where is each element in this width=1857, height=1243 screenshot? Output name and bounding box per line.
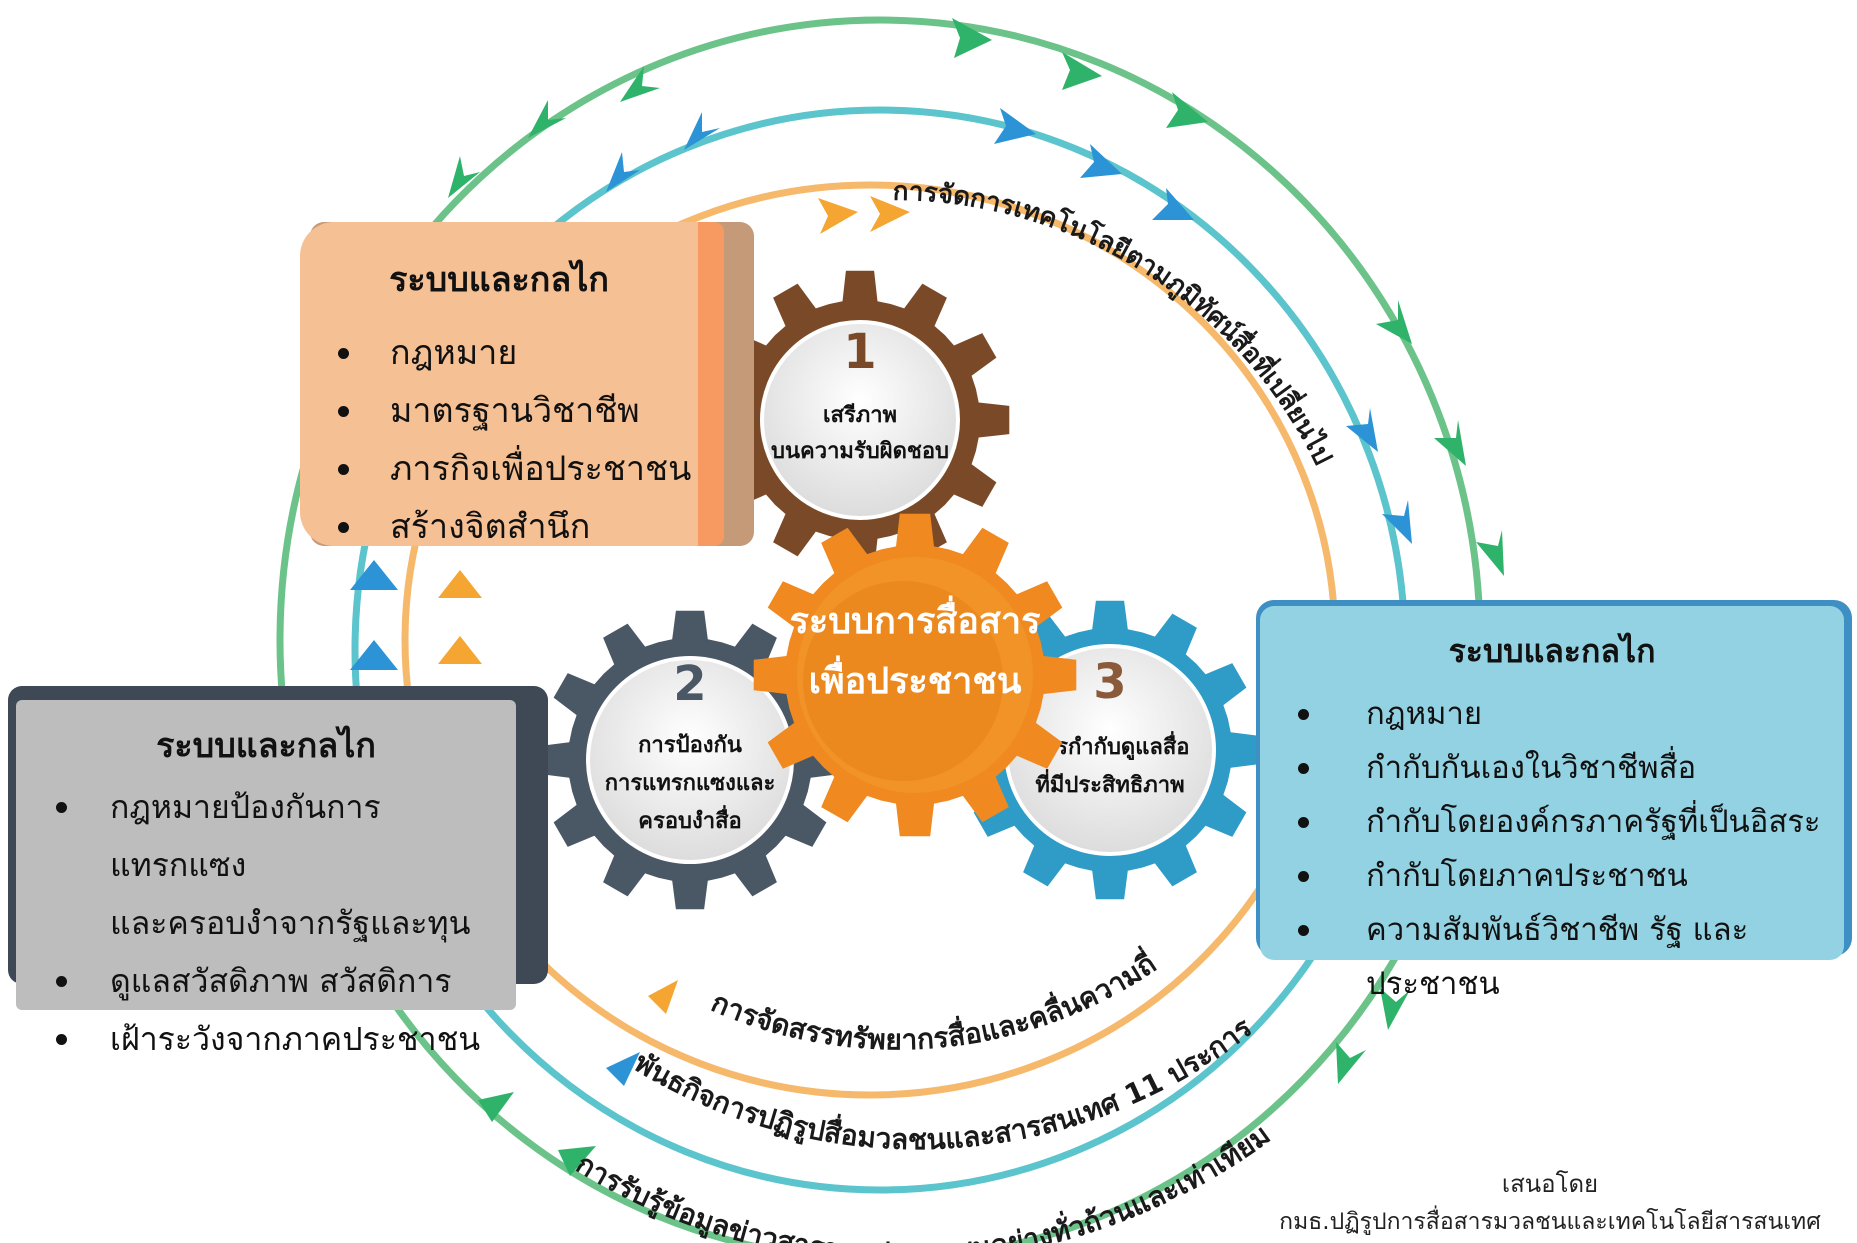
arrow-icon <box>1166 92 1208 128</box>
arrow-icon <box>606 1052 640 1086</box>
arrow-icon <box>994 108 1036 144</box>
outer-ring-arrows <box>448 18 1504 1176</box>
inner-ring-arrows <box>438 196 910 1014</box>
gear-1-line1: เสรีภาพ <box>823 403 897 428</box>
middle-ring-arrows <box>350 108 1412 1086</box>
credit-org: กมธ.ปฏิรูปการสื่อสารมวลชนและเทคโนโลยีสาร… <box>1279 1209 1821 1235</box>
list-item-continuation: และครอบงำจากรัฐและทุน <box>110 904 471 942</box>
arrow-icon <box>1376 300 1412 344</box>
gear-3-line2: ที่มีประสิทธิภาพ <box>1035 768 1184 798</box>
arrow-icon <box>1434 420 1466 466</box>
arrow-icon <box>448 156 480 198</box>
core-title-line2: เพื่อประชาชน <box>809 655 1022 702</box>
arrow-icon <box>438 570 482 598</box>
gear-2-line3: ครอบงำสื่อ <box>638 804 741 834</box>
gear-1-line2: บนความรับผิดชอบ <box>771 439 949 464</box>
list-item: สร้างจิตสำนึก <box>328 498 698 556</box>
list-item: ความสัมพันธ์วิชาชีพ รัฐ และประชาชน <box>1284 903 1844 1011</box>
mechanism-box-freedom: ระบบและกลไก กฎหมาย มาตรฐานวิชาชีพ ภารกิจ… <box>300 222 724 547</box>
list-item: กำกับกันเองในวิชาชีพสื่อ <box>1284 741 1844 795</box>
credit-label: เสนอโดย <box>1501 1170 1599 1198</box>
core-gear: ระบบการสื่อสาร เพื่อประชาชน <box>753 513 1077 837</box>
box-title: ระบบและกลไก <box>1448 632 1656 670</box>
arrow-icon <box>558 1146 596 1176</box>
mechanism-list: กฎหมาย มาตรฐานวิชาชีพ ภารกิจเพื่อประชาชน… <box>328 324 698 556</box>
list-item: ภารกิจเพื่อประชาชน <box>328 440 698 498</box>
arrow-icon <box>870 196 910 232</box>
arrow-icon <box>818 198 858 234</box>
credit: เสนอโดย กมธ.ปฏิรูปการสื่อสารมวลชนและเทคโ… <box>1240 1166 1857 1242</box>
mechanism-list: กฎหมายป้องกันการแทรกแซง และครอบงำจากรัฐแ… <box>34 778 516 1068</box>
gear-2-number: 2 <box>673 656 706 712</box>
list-item: กฎหมายป้องกันการแทรกแซง <box>34 778 516 894</box>
arrow-icon <box>1062 52 1102 90</box>
arrow-icon <box>438 636 482 664</box>
list-item: กำกับโดยองค์กรภาครัฐที่เป็นอิสระ <box>1284 795 1844 849</box>
list-item: เฝ้าระวังจากภาคประชาชน <box>34 1010 516 1068</box>
mechanism-list: กฎหมาย กำกับกันเองในวิชาชีพสื่อ กำกับโดย… <box>1284 687 1844 1011</box>
gear-2-line1: การป้องกัน <box>638 733 742 758</box>
arrow-icon <box>350 560 398 590</box>
list-item: มาตรฐานวิชาชีพ <box>328 382 698 440</box>
arrow-icon <box>684 112 720 150</box>
list-item: กฎหมาย <box>328 324 698 382</box>
arrow-icon <box>1080 144 1122 178</box>
arrow-icon <box>1346 408 1378 452</box>
arrow-icon <box>606 152 640 192</box>
box-title: ระบบและกลไก <box>389 260 609 300</box>
list-item: กำกับโดยภาคประชาชน <box>1284 849 1844 903</box>
gear-2-line2: การแทรกแซงและ <box>605 771 776 796</box>
gear-1-number: 1 <box>843 324 876 380</box>
arrow-icon <box>1476 530 1504 576</box>
mechanism-box-regulation: ระบบและกลไก กฎหมาย กำกับกันเองในวิชาชีพส… <box>1260 606 1844 1002</box>
arrow-icon <box>350 640 398 670</box>
arrow-icon <box>528 100 566 138</box>
box-title: ระบบและกลไก <box>156 726 376 766</box>
gear-3-number: 3 <box>1093 654 1126 710</box>
arrow-icon <box>620 66 660 102</box>
arrow-icon <box>648 980 678 1014</box>
mechanism-box-protection: ระบบและกลไก กฎหมายป้องกันการแทรกแซง และค… <box>16 700 516 1058</box>
arrow-icon <box>1382 500 1412 544</box>
core-title-line1: ระบบการสื่อสาร <box>790 595 1042 642</box>
arrow-icon <box>1152 188 1194 220</box>
arrow-icon <box>952 18 992 58</box>
arrow-icon <box>478 1092 514 1122</box>
arrow-icon <box>1336 1042 1366 1084</box>
list-item: ดูแลสวัสดิภาพ สวัสดิการ <box>34 952 516 1010</box>
list-item: กฎหมาย <box>1284 687 1844 741</box>
arrow-icon <box>1380 988 1410 1030</box>
gear-1: 1 เสรีภาพ บนความรับผิดชอบ <box>710 270 1010 570</box>
